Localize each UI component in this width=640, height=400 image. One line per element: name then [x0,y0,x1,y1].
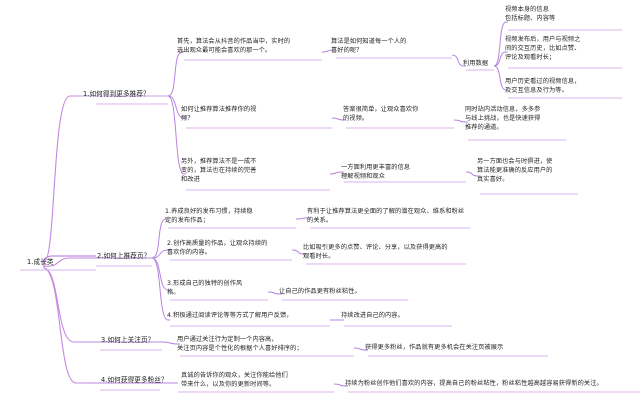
branch-2-child-2-detail[interactable]: 比如吸引更多的点赞、评论、分享，以及获得更高的 观看时长。 [303,244,448,260]
branch-2-child-3-detail[interactable]: 让自己的作品更有粉丝粘性。 [279,288,361,295]
branch-1-data-node[interactable]: 利用数据 [463,60,489,67]
branch-1-child-3-aspect-2[interactable]: 另一方面也会与时俱进，使 算法能更准确的反应用户的 真实喜好。 [477,158,553,183]
branch-3-label[interactable]: 3.如何上关注页？ [101,336,155,344]
data-leaf-video-info[interactable]: 视频本身的信息 包括标题、内容等 [505,6,556,22]
branch-2-child-2[interactable]: 2.创作高质量的作品，让观众持续的 喜欢你的内容。 [167,240,268,256]
data-leaf-interaction-history[interactable]: 视频发布后，用户与视频之 间的交互历史，比如点赞、 评论及观看时长； [505,36,581,61]
branch-2-label[interactable]: 2.如何上推荐页？ [97,252,151,260]
branch-1-child-3[interactable]: 另外，推荐算法不是一成不 变的，算法也在持续的完善 和改进 [181,158,257,183]
mindmap-root-node[interactable]: 1.成长类 [27,258,54,266]
branch-2-child-3[interactable]: 3.形成自己的独特的创作风 格。 [167,280,243,296]
branch-1-label[interactable]: 1.如何得到更多推荐？ [83,90,150,98]
branch-4-child-1-detail[interactable]: 持续为粉丝创作他们喜欢的内容，提高自己的粉丝粘性，粉丝粘性越高越容易获得新的关注… [345,380,603,387]
branch-1-child-3-aspect-1[interactable]: 一方面利用更丰富的信息 理解视频和观众 [341,164,411,180]
branch-1-child-2-answer[interactable]: 答案很简单，让观众喜欢你 的视频。 [343,106,419,122]
branch-4-label[interactable]: 4.如何获得更多粉丝？ [101,376,168,384]
branch-2-child-4-detail[interactable]: 持续改进自己的内容。 [341,312,404,319]
branch-1-child-2-extra[interactable]: 同时站内活动信息，多多参 与线上挑战，也是快速获得 推荐的通道。 [465,106,541,131]
data-leaf-user-history[interactable]: 用户历史看过的视频信息， 及交互信息及行为等。 [505,78,581,94]
branch-2-child-1[interactable]: 1.养成良好的发布习惯，持续稳 定的发布作品； [165,208,253,224]
branch-2-child-1-detail[interactable]: 有利于让推荐算法更全面的了解的潜在观众、维系和粉丝 的关系。 [307,208,465,224]
branch-2-child-4[interactable]: 4.积极通过阅读评论等等方式了解用户反馈， [167,312,293,319]
branch-1-child-2[interactable]: 如何让推荐算法推荐你的视 频？ [181,106,257,122]
branch-1-child-1[interactable]: 首先，算法会从抖音的作品当中，实时的 选出观众最可能会喜欢的那一个。 [177,38,291,54]
branch-3-child-1-detail[interactable]: 获得更多粉丝，作品就有更多机会在关注页被展示 [365,344,504,351]
branch-3-child-1[interactable]: 用户通过关注行为定制一个内容高， 关注页内容是个性化的根据个人喜好排序的； [177,336,303,352]
branch-1-child-1-detail[interactable]: 算法是如何知道每一个人的 喜好的呢？ [331,38,407,54]
branch-4-child-1[interactable]: 真诚的告诉你的观众，关注你能给他们 带来什么，以及你的更新时间等。 [181,372,288,388]
